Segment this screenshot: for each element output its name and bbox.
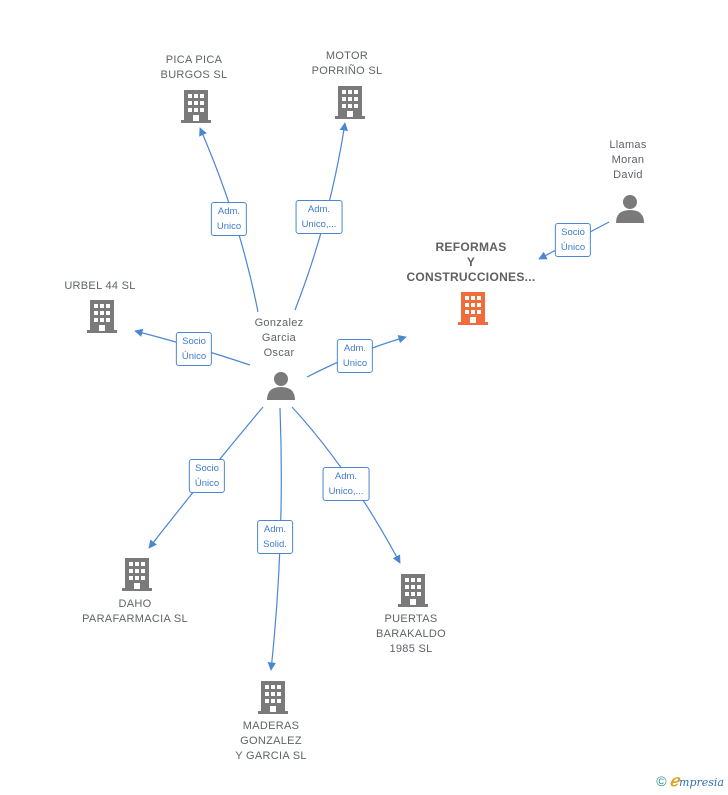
edge-label-urbel[interactable]: Socio Único [175,332,213,366]
copyright-icon: © [656,773,667,789]
node-label-gonzalez: Gonzalez Garcia Oscar [254,317,304,359]
node-label-pica-pica: PICA PICA BURGOS SL [160,54,228,81]
building-icon[interactable] [121,556,153,592]
building-icon[interactable] [257,679,289,715]
edge-label-reformas[interactable]: Adm. Unico [336,339,374,373]
brand-name: mpresia [679,776,724,789]
footer-brand: © ℯmpresia [656,771,724,791]
edge-label-maderas[interactable]: Adm. Solid. [257,520,293,554]
building-icon[interactable] [457,290,489,326]
node-label-reformas: REFORMAS Y CONSTRUCCIONES... [406,240,536,284]
person-icon[interactable] [615,193,645,223]
building-icon[interactable] [180,88,212,124]
brand-logo[interactable]: ℯmpresia [670,771,724,791]
edge-label-puertas[interactable]: Adm. Unico,... [322,467,370,501]
person-icon[interactable] [266,370,296,400]
building-icon[interactable] [334,84,366,120]
edge-label-llamas[interactable]: Socio Único [554,223,592,257]
edge-label-daho[interactable]: Socio Único [188,459,226,493]
building-icon[interactable] [86,298,118,334]
node-label-maderas: MADERAS GONZALEZ Y GARCIA SL [235,720,307,762]
node-label-llamas: Llamas Moran David [609,139,647,181]
node-label-urbel: URBEL 44 SL [64,280,136,292]
building-icon[interactable] [397,572,429,608]
edge-label-pica-pica[interactable]: Adm. Unico [210,202,248,236]
node-label-motor: MOTOR PORRIÑO SL [311,50,383,77]
node-label-daho: DAHO PARAFARMACIA SL [82,598,188,625]
edge-label-motor[interactable]: Adm. Unico,... [295,200,343,234]
brand-mark: ℯ [669,771,680,790]
node-label-puertas: PUERTAS BARAKALDO 1985 SL [376,613,446,655]
